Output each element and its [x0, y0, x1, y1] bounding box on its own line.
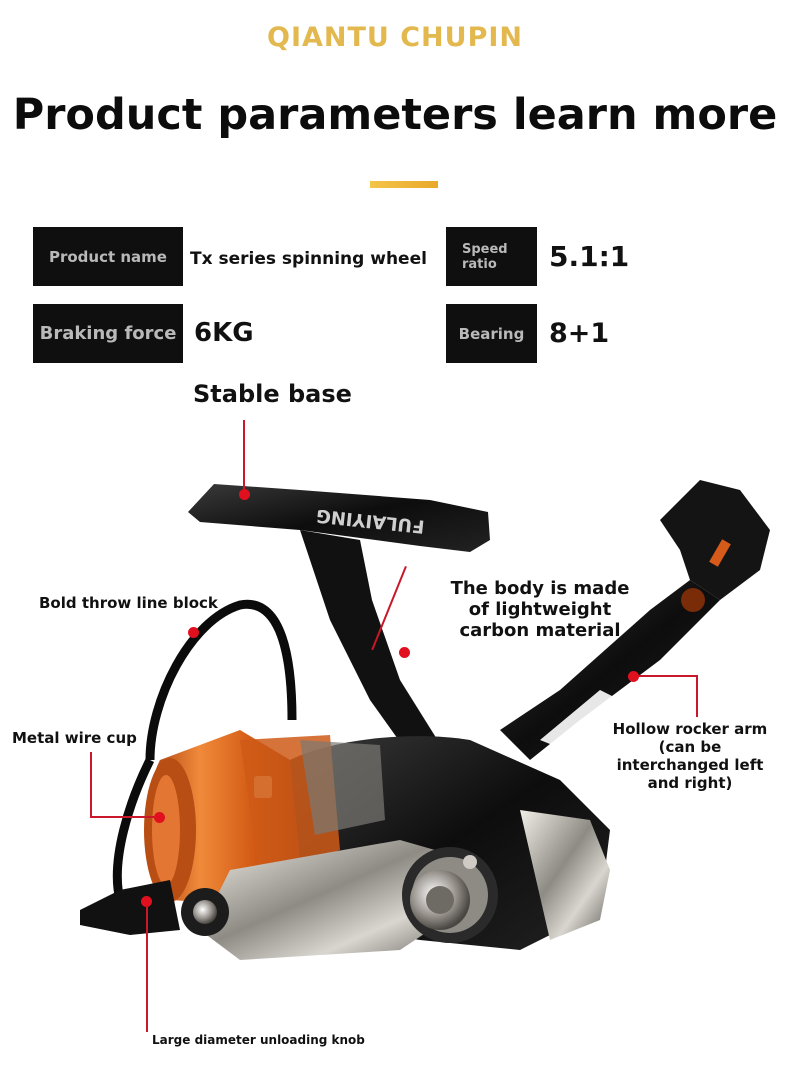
callout-body-material: The body is made of lightweight carbon m…: [450, 578, 630, 641]
param-value-braking-force: 6KG: [194, 318, 254, 348]
leader-rocker-arm-h: [633, 675, 698, 677]
marker-throw-line-block: [188, 627, 199, 638]
param-value-product-name: Tx series spinning wheel: [190, 249, 427, 269]
param-value-speed-ratio: 5.1:1: [549, 240, 630, 273]
gold-divider: [370, 181, 438, 188]
marker-stable-base: [239, 489, 250, 500]
param-label-bearing: Bearing: [446, 304, 537, 363]
marker-unloading-knob: [141, 896, 152, 907]
callout-throw-line-block: Bold throw line block: [39, 594, 218, 612]
leader-rocker-arm-v: [696, 675, 698, 717]
page-headline: Product parameters learn more: [12, 90, 778, 140]
callout-metal-wire-cup: Metal wire cup: [12, 729, 137, 747]
callout-stable-base: Stable base: [193, 380, 352, 408]
callout-unloading-knob: Large diameter unloading knob: [152, 1033, 365, 1047]
marker-body-material: [399, 647, 410, 658]
leader-metal-wire-cup-v: [90, 752, 92, 817]
brand-title: QIANTU CHUPIN: [267, 22, 523, 53]
marker-rocker-arm: [628, 671, 639, 682]
leader-stable-base: [243, 420, 245, 493]
leader-metal-wire-cup-h: [90, 816, 158, 818]
param-label-braking-force: Braking force: [33, 304, 183, 363]
param-label-speed-ratio: Speed ratio: [446, 227, 537, 286]
marker-metal-wire-cup: [154, 812, 165, 823]
callout-rocker-arm: Hollow rocker arm (can be interchanged l…: [612, 720, 768, 792]
param-label-product-name: Product name: [33, 227, 183, 286]
param-value-bearing: 8+1: [549, 318, 610, 349]
leader-unloading-knob: [146, 907, 148, 1032]
